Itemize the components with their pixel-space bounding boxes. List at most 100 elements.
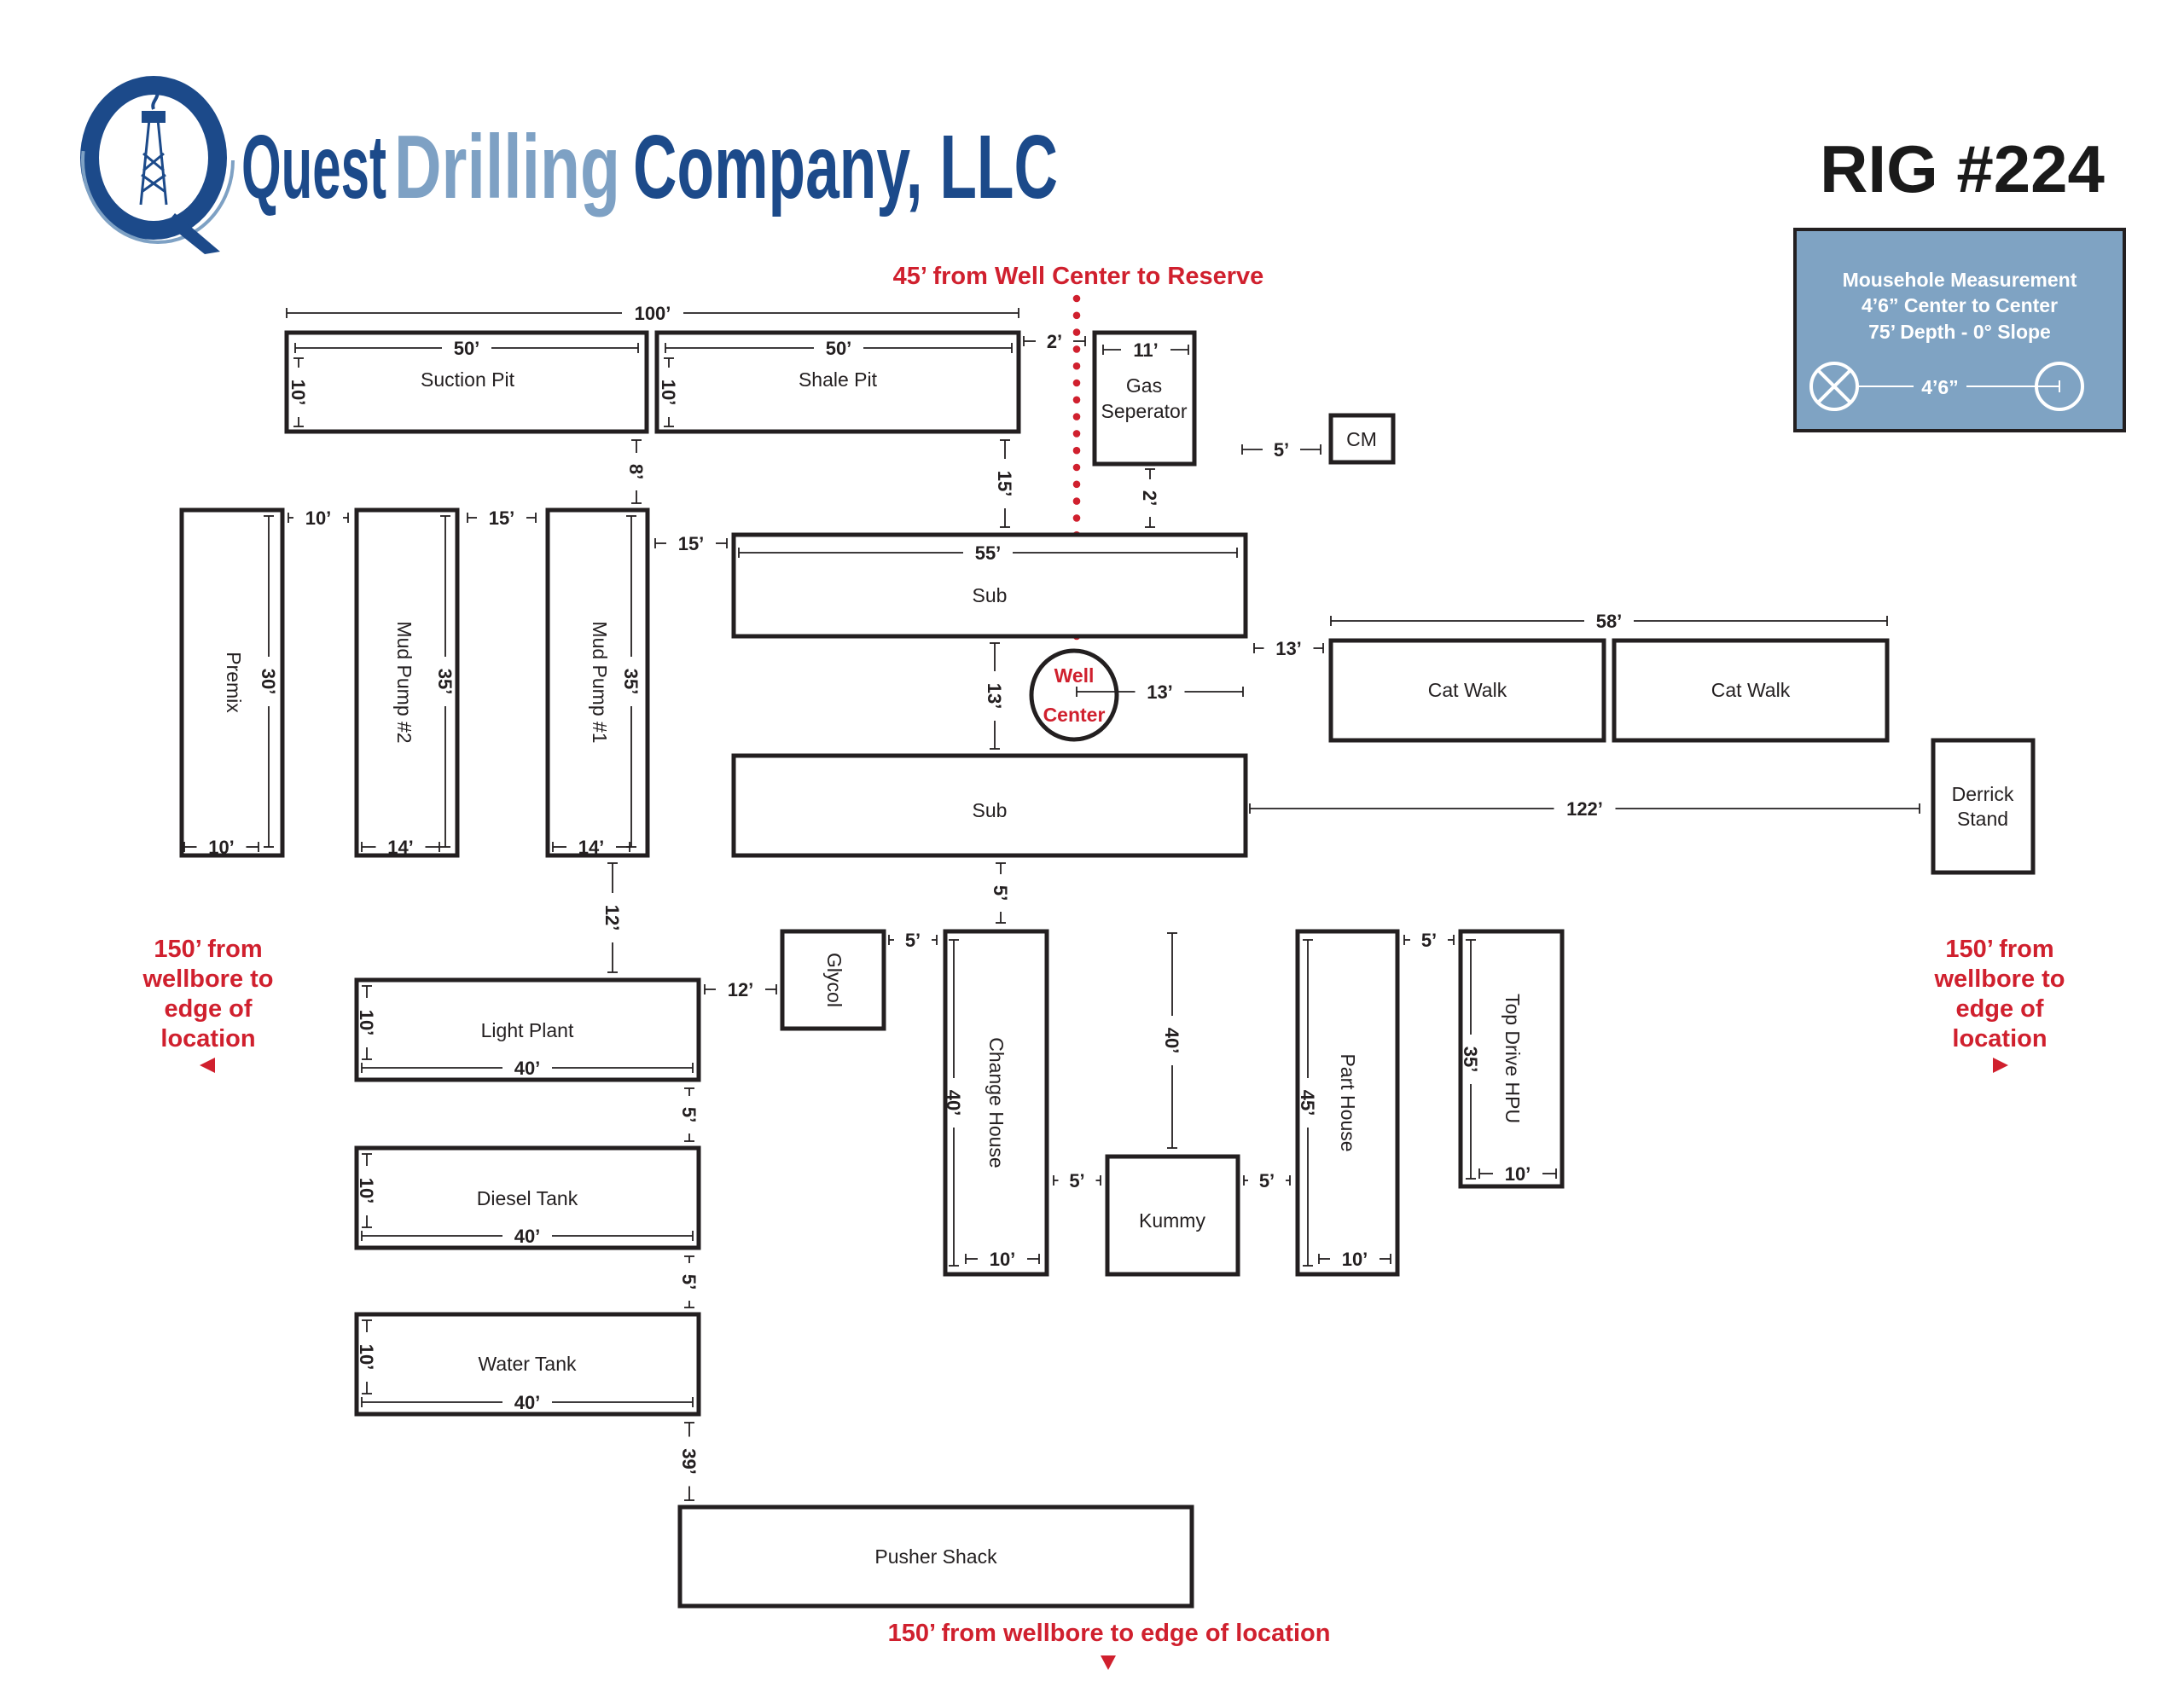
dim-premix-length: 30’ xyxy=(258,515,279,848)
mud-pump-1-label: Mud Pump #1 xyxy=(589,621,611,743)
dim-shale-length-label: 50’ xyxy=(826,338,852,359)
dim-light-length: 40’ xyxy=(361,1058,694,1079)
cat-walk-2[interactable]: Cat Walk xyxy=(1612,638,1890,743)
centerline-dot xyxy=(1072,463,1081,472)
suction-pit[interactable]: Suction Pit xyxy=(284,330,649,434)
centerline-dot xyxy=(1072,379,1081,387)
dim-glycol-to-change-label: 5’ xyxy=(905,930,921,951)
dim-part-length: 45’ xyxy=(1297,939,1318,1267)
dim-hpu-width-label: 10’ xyxy=(1505,1163,1531,1185)
mousehole-distance-label: 4’6” xyxy=(1921,376,1958,398)
water-tank[interactable]: Water Tank xyxy=(354,1312,701,1417)
gas-separator-label-2: Seperator xyxy=(1101,400,1187,422)
logo-word-company: Company, LLC xyxy=(633,117,1058,217)
kummy[interactable]: Kummy xyxy=(1105,1154,1240,1277)
light-plant[interactable]: Light Plant xyxy=(354,977,701,1082)
right-edge-line-3: edge of xyxy=(1955,995,2043,1023)
arrow-down-icon xyxy=(1101,1655,1116,1670)
left-edge-line-4: location xyxy=(160,1025,255,1052)
dim-part-length-label: 45’ xyxy=(1297,1090,1318,1116)
mud-pump-2[interactable]: Mud Pump #2 xyxy=(354,507,460,858)
centerline-dot xyxy=(1072,362,1081,370)
water-tank-label: Water Tank xyxy=(478,1353,577,1375)
dim-light-width-label: 10’ xyxy=(356,1010,377,1036)
dim-premix-to-mp2: 10’ xyxy=(288,507,349,529)
centerline-dot xyxy=(1072,413,1081,420)
dim-mp1-width: 14’ xyxy=(552,837,630,858)
dim-mp2-length: 35’ xyxy=(434,515,456,848)
circle-icon xyxy=(2035,362,2084,411)
centerline-dot xyxy=(1072,497,1081,505)
right-edge-line-4: location xyxy=(1952,1025,2047,1052)
sub-bottom-label: Sub xyxy=(973,799,1008,821)
dim-change-width-label: 10’ xyxy=(990,1249,1016,1270)
right-edge-line-2: wellbore to xyxy=(1933,965,2065,993)
arrow-left-icon xyxy=(200,1058,215,1073)
logo-word-drilling: Drilling xyxy=(394,117,620,217)
dim-mp2-to-mp1-label: 15’ xyxy=(489,507,515,529)
dim-hpu-length-label: 35’ xyxy=(1460,1047,1481,1073)
mousehole-depth-text: 75’ Depth - 0° Slope xyxy=(1868,321,2051,343)
top-drive-hpu[interactable]: Top Drive HPU xyxy=(1458,929,1565,1189)
derrick-q-logo-icon xyxy=(80,76,235,254)
dim-suction-width-label: 10’ xyxy=(288,380,309,406)
well-center[interactable]: Well Center xyxy=(1029,648,1119,742)
dim-shale-length: 50’ xyxy=(665,338,1013,359)
dim-shale-width: 10’ xyxy=(658,357,679,427)
dim-light-to-diesel-label: 5’ xyxy=(678,1107,700,1122)
dim-pits-total: 100’ xyxy=(286,303,1019,324)
dim-change-width: 10’ xyxy=(965,1249,1040,1270)
dim-water-width-label: 10’ xyxy=(356,1344,377,1371)
gas-separator-label-1: Gas xyxy=(1126,374,1162,397)
dim-water-width: 10’ xyxy=(356,1319,377,1394)
dim-mp1-length: 35’ xyxy=(620,515,642,848)
change-house[interactable]: Change House xyxy=(943,929,1049,1277)
cat-walk-1[interactable]: Cat Walk xyxy=(1328,638,1606,743)
dim-change-length-label: 40’ xyxy=(943,1090,964,1116)
centerline-dot xyxy=(1072,345,1081,353)
glycol-label: Glycol xyxy=(823,953,845,1007)
dim-suction-to-mp1-label: 8’ xyxy=(625,464,647,479)
dim-change-to-kummy: 5’ xyxy=(1053,1170,1101,1191)
dim-diesel-to-water: 5’ xyxy=(678,1255,700,1308)
left-edge-line-3: edge of xyxy=(164,995,252,1023)
sub-top-label: Sub xyxy=(973,584,1008,606)
dim-sub-gap-label: 13’ xyxy=(984,683,1005,710)
dimension-lines: 100’50’10’50’10’2’11’2’5’8’15’10’15’15’3… xyxy=(183,303,1920,1501)
mud-pump-2-label: Mud Pump #2 xyxy=(393,621,415,743)
part-house[interactable]: Part House xyxy=(1295,929,1400,1277)
sub-top[interactable]: Sub xyxy=(731,532,1248,639)
shale-pit[interactable]: Shale Pit xyxy=(654,330,1021,434)
centerline-dot xyxy=(1072,328,1081,336)
centerline-dot xyxy=(1072,396,1081,404)
dim-diesel-length: 40’ xyxy=(361,1226,694,1247)
sub-bottom[interactable]: Sub xyxy=(731,753,1248,858)
premix[interactable]: Premix xyxy=(179,507,285,858)
dim-catwalk-total-label: 58’ xyxy=(1596,611,1623,632)
dim-change-to-kummy-label: 5’ xyxy=(1069,1170,1084,1191)
left-edge-annotation: 150’ from wellbore to edge of location xyxy=(142,936,274,1073)
shale-pit-label: Shale Pit xyxy=(799,368,878,391)
dim-sub-to-catwalk-label: 13’ xyxy=(1275,638,1302,659)
glycol[interactable]: Glycol xyxy=(780,929,886,1031)
dim-shale-to-gas-label: 2’ xyxy=(1047,331,1062,352)
dim-light-to-glycol-label: 12’ xyxy=(728,979,754,1000)
dim-gas-to-sub: 2’ xyxy=(1139,468,1160,528)
dim-hpu-width: 10’ xyxy=(1478,1163,1557,1185)
dim-mp1-to-sub: 15’ xyxy=(654,533,728,554)
derrick-stand-label-1: Derrick xyxy=(1952,783,2014,805)
centerline-dot xyxy=(1072,446,1081,455)
premix-label: Premix xyxy=(223,652,245,713)
dim-sub-to-catwalk: 13’ xyxy=(1253,638,1324,659)
dim-diesel-width-label: 10’ xyxy=(356,1178,377,1204)
derrick-stand[interactable]: Derrick Stand xyxy=(1931,738,2036,875)
logo-word-quest: Quest xyxy=(241,117,386,217)
diesel-tank[interactable]: Diesel Tank xyxy=(354,1145,701,1250)
dim-water-length: 40’ xyxy=(361,1392,694,1413)
gas-separator[interactable]: Gas Seperator xyxy=(1092,330,1197,467)
cm-unit[interactable]: CM xyxy=(1328,413,1396,465)
dim-suction-length: 50’ xyxy=(294,338,639,359)
pusher-shack[interactable]: Pusher Shack xyxy=(677,1505,1194,1609)
dim-premix-width-label: 10’ xyxy=(208,837,235,858)
dim-well-to-sub-end-label: 13’ xyxy=(1147,681,1173,703)
